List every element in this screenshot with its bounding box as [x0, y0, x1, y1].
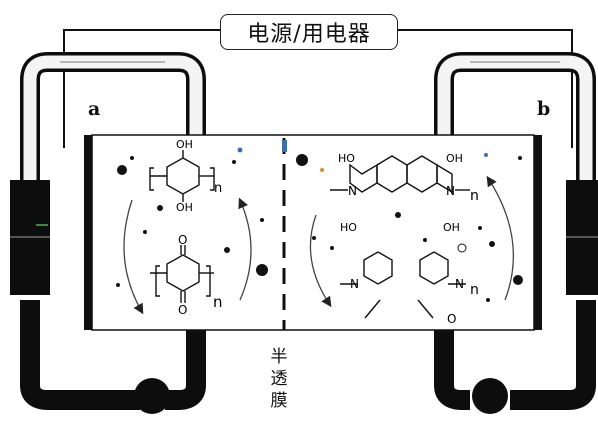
membrane-char-2: 透 — [270, 369, 288, 389]
right-cycle-arrow — [309, 214, 332, 308]
right-oh-bottom: OH — [443, 221, 460, 234]
oxidized-ndi-polymer — [340, 251, 466, 319]
left-oh-top: OH — [176, 138, 193, 151]
right-ho-top: HO — [338, 152, 355, 165]
benzoquinone-polymer — [150, 245, 214, 303]
right-n-lower-left: N — [350, 277, 359, 291]
left-oh-bottom: OH — [176, 201, 193, 214]
reduced-ndi-polymer — [330, 155, 470, 194]
left-pump-icon — [134, 378, 170, 414]
right-pipe-loop — [434, 52, 598, 414]
hydroquinone-polymer — [149, 150, 215, 202]
right-electrode — [534, 135, 542, 330]
left-cycle-arrow — [123, 199, 144, 315]
right-n-lower-right: N — [455, 277, 464, 291]
left-electrode — [84, 135, 92, 330]
cell-body — [91, 134, 535, 331]
right-oxo: O — [447, 312, 457, 326]
right-pump-icon — [472, 378, 508, 414]
side-a-label: a — [88, 98, 101, 120]
left-oxo-top: O — [178, 233, 188, 247]
right-n-subscript-2: n — [470, 282, 479, 298]
power-source-load-label: 电源/用电器 — [220, 14, 398, 50]
membrane-char-3: 膜 — [270, 391, 288, 411]
right-ho-bottom: HO — [340, 221, 357, 234]
external-circuit-wire — [63, 29, 573, 148]
membrane-label: 半 透 膜 — [268, 346, 290, 412]
right-n-left: N — [348, 184, 357, 198]
left-n-subscript: n — [214, 181, 223, 196]
right-n-right: N — [446, 184, 455, 198]
left-pipe-loop — [10, 52, 206, 414]
right-oh-top: OH — [446, 152, 463, 165]
side-b-label: b — [537, 98, 551, 120]
left-oxo-bottom: O — [178, 303, 188, 317]
membrane-char-1: 半 — [270, 347, 288, 367]
left-n-subscript-2: n — [213, 293, 223, 311]
electrolyte-particles — [116, 147, 523, 302]
right-n-subscript: n — [470, 188, 479, 204]
